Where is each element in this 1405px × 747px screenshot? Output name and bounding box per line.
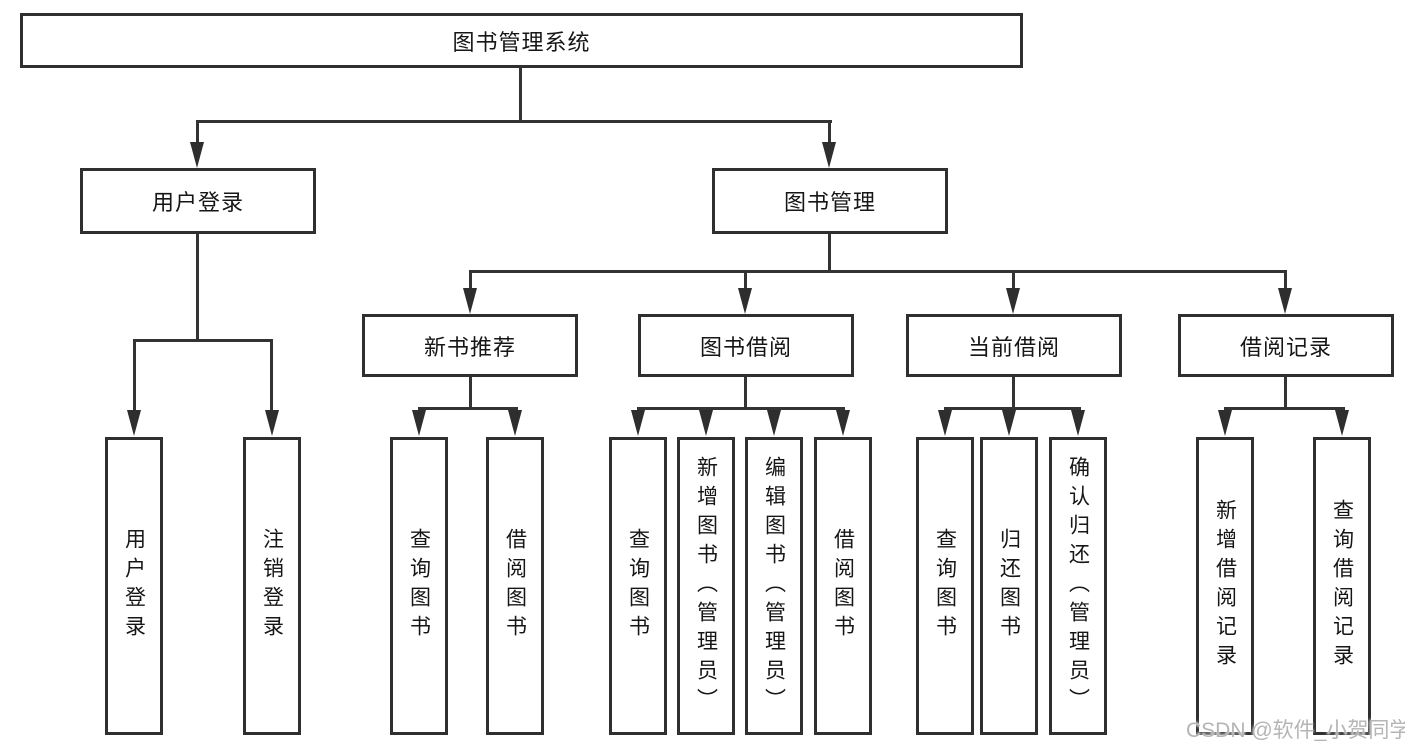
node-book-management-label: 图书管理 bbox=[783, 190, 876, 215]
connector-userlogin-dropline bbox=[196, 120, 199, 150]
node-current-borrow-label: 当前借阅 bbox=[967, 334, 1060, 360]
connector-bookborrow-dropline bbox=[744, 270, 747, 294]
arrowhead-to-leaf-bb-edit bbox=[767, 410, 781, 436]
arrowhead-to-borrow-records bbox=[1278, 288, 1292, 314]
arrowhead-to-user-login bbox=[190, 142, 204, 168]
arrowhead-to-leaf-bb-add bbox=[699, 410, 713, 436]
leaf-br-query-borrow-record: 查询借阅记录 bbox=[1313, 437, 1371, 735]
node-root: 图书管理系统 bbox=[20, 13, 1023, 68]
connector-userlogin-hline bbox=[133, 339, 273, 342]
node-user-login: 用户登录 bbox=[80, 168, 316, 234]
arrowhead-to-leaf-bb-query bbox=[631, 410, 645, 436]
connector-root-stem bbox=[519, 66, 522, 123]
node-borrow-records-label: 借阅记录 bbox=[1239, 334, 1332, 360]
arrowhead-to-leaf-nbr-borrow bbox=[508, 410, 522, 436]
connector-bookmgmt-stem bbox=[828, 232, 831, 273]
connector-level3-hline bbox=[469, 270, 1287, 273]
leaf-br-query-borrow-record-label: 查询借阅记录 bbox=[1330, 499, 1354, 673]
leaf-cb-return-books-label: 归还图书 bbox=[997, 528, 1021, 644]
leaf-bb-query-books: 查询图书 bbox=[609, 437, 667, 735]
node-root-label: 图书管理系统 bbox=[452, 29, 591, 55]
arrowhead-to-leaf-cb-confirm bbox=[1071, 410, 1085, 436]
arrowhead-to-book-management bbox=[822, 142, 836, 168]
watermark: CSDN @软件_小贺同学 bbox=[1186, 719, 1405, 742]
connector-bookborrow-hline bbox=[637, 407, 845, 410]
leaf-bb-add-books-admin: 新增图书（管理员） bbox=[677, 437, 735, 735]
leaf-cb-confirm-return-admin: 确认归还（管理员） bbox=[1049, 437, 1107, 735]
arrowhead-to-new-book-recommend bbox=[463, 288, 477, 314]
connector-currentborrow-stem bbox=[1012, 374, 1015, 410]
leaf-nbr-query-books: 查询图书 bbox=[390, 437, 448, 735]
node-user-login-label: 用户登录 bbox=[151, 190, 244, 215]
connector-borrowrecords-dropline bbox=[1284, 270, 1287, 294]
leaf-cb-return-books: 归还图书 bbox=[980, 437, 1038, 735]
connector-userlogin-child2-dropline bbox=[270, 339, 273, 414]
leaf-logout: 注销登录 bbox=[243, 437, 301, 735]
node-borrow-records: 借阅记录 bbox=[1178, 314, 1394, 377]
leaf-user-login: 用户登录 bbox=[105, 437, 163, 735]
node-new-book-recommend-label: 新书推荐 bbox=[423, 334, 516, 360]
leaf-br-add-borrow-record-label: 新增借阅记录 bbox=[1213, 499, 1237, 673]
connector-currentborrow-hline bbox=[944, 407, 1081, 410]
connector-bookmgmt-dropline bbox=[828, 120, 831, 150]
arrowhead-to-leaf-cb-return bbox=[1002, 410, 1016, 436]
connector-newbook-stem bbox=[469, 374, 472, 410]
node-book-borrow: 图书借阅 bbox=[638, 314, 854, 377]
arrowhead-to-leaf-cb-query bbox=[938, 410, 952, 436]
arrowhead-to-leaf-logout bbox=[265, 410, 279, 436]
leaf-nbr-borrow-books: 借阅图书 bbox=[486, 437, 544, 735]
connector-currentborrow-dropline bbox=[1012, 270, 1015, 294]
node-book-borrow-label: 图书借阅 bbox=[699, 334, 792, 360]
connector-level1-hline bbox=[196, 120, 832, 123]
leaf-cb-query-books-label: 查询图书 bbox=[933, 528, 957, 644]
connector-userlogin-child1-dropline bbox=[133, 339, 136, 414]
connector-userlogin-stem bbox=[196, 232, 199, 342]
leaf-nbr-query-books-label: 查询图书 bbox=[407, 528, 431, 644]
connector-newbook-dropline bbox=[469, 270, 472, 294]
leaf-logout-label: 注销登录 bbox=[260, 528, 284, 644]
leaf-cb-query-books: 查询图书 bbox=[916, 437, 974, 735]
leaf-bb-edit-books-admin-label: 编辑图书（管理员） bbox=[762, 455, 786, 717]
node-book-management: 图书管理 bbox=[712, 168, 948, 234]
leaf-nbr-borrow-books-label: 借阅图书 bbox=[503, 528, 527, 644]
arrowhead-to-leaf-user-login bbox=[127, 410, 141, 436]
arrowhead-to-leaf-br-add bbox=[1218, 410, 1232, 436]
arrowhead-to-leaf-br-query bbox=[1335, 410, 1349, 436]
connector-newbook-hline bbox=[418, 407, 518, 410]
connector-borrowrecords-stem bbox=[1284, 374, 1287, 410]
node-new-book-recommend: 新书推荐 bbox=[362, 314, 578, 377]
leaf-user-login-label: 用户登录 bbox=[122, 528, 146, 644]
arrowhead-to-current-borrow bbox=[1006, 288, 1020, 314]
leaf-bb-borrow-books-label: 借阅图书 bbox=[831, 528, 855, 644]
node-current-borrow: 当前借阅 bbox=[906, 314, 1122, 377]
connector-bookborrow-stem bbox=[744, 374, 747, 410]
arrowhead-to-book-borrow bbox=[738, 288, 752, 314]
leaf-bb-borrow-books: 借阅图书 bbox=[814, 437, 872, 735]
leaf-bb-add-books-admin-label: 新增图书（管理员） bbox=[694, 455, 718, 717]
leaf-bb-edit-books-admin: 编辑图书（管理员） bbox=[745, 437, 803, 735]
leaf-bb-query-books-label: 查询图书 bbox=[626, 528, 650, 644]
arrowhead-to-leaf-nbr-query bbox=[412, 410, 426, 436]
leaf-br-add-borrow-record: 新增借阅记录 bbox=[1196, 437, 1254, 735]
connector-borrowrecords-hline bbox=[1224, 407, 1345, 410]
arrowhead-to-leaf-bb-borrow bbox=[836, 410, 850, 436]
leaf-cb-confirm-return-admin-label: 确认归还（管理员） bbox=[1066, 455, 1090, 717]
